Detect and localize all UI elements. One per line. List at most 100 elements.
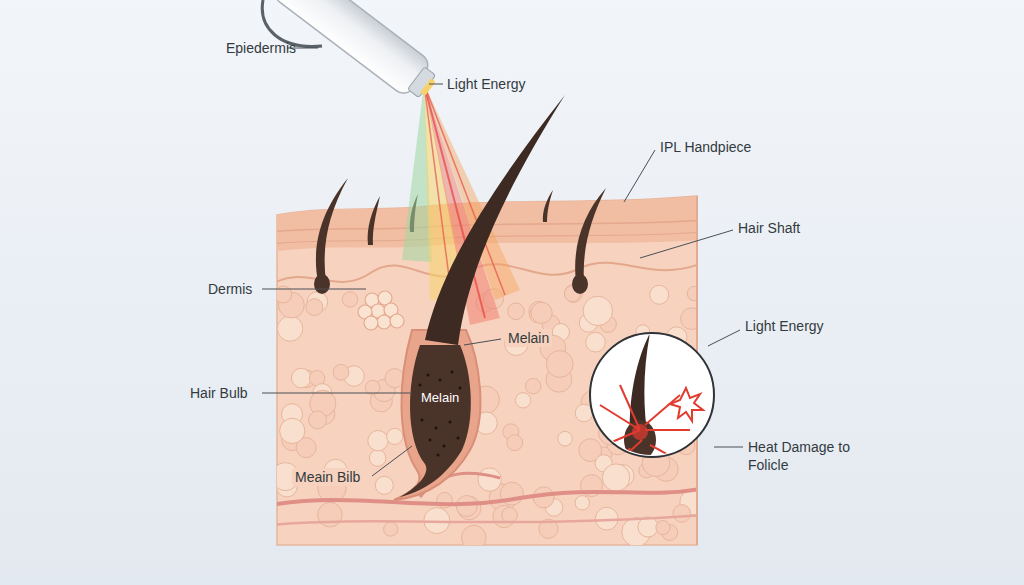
inset-circle-part-part-part xyxy=(650,445,715,470)
ipl-handpiece-part-part xyxy=(420,78,436,96)
inset-circle-part-part-part xyxy=(610,440,642,470)
inset-circle-part-part-part xyxy=(625,448,640,490)
fat-cells-part xyxy=(583,296,612,325)
fat-cells-part xyxy=(342,292,357,307)
ipl-handpiece-part xyxy=(271,0,444,106)
ipl-handpiece-part-part xyxy=(408,67,436,98)
fat-cells-part xyxy=(656,521,670,535)
hair-follicle-part-part xyxy=(459,387,462,390)
hair-follicle-part-part xyxy=(449,421,452,424)
fat-cells-part xyxy=(390,314,404,328)
fat-cells-part xyxy=(309,411,327,429)
leader-lines-part xyxy=(640,230,733,258)
fat-cells xyxy=(271,284,706,549)
fat-cells-part xyxy=(650,285,669,304)
leader-lines-part xyxy=(714,447,743,448)
part-label: Hair Shaft xyxy=(738,219,800,237)
leader-lines-part xyxy=(262,289,366,290)
inset-circle-part-part-part xyxy=(645,395,680,425)
fat-cells-part xyxy=(515,393,530,408)
fat-cells-part xyxy=(502,507,518,523)
hair-follicle-part-part xyxy=(437,454,440,457)
fat-cells-part xyxy=(595,507,618,530)
inset-circle-part xyxy=(600,333,715,490)
hair-follicle-part-part xyxy=(443,445,446,448)
fat-cells-part xyxy=(531,302,552,323)
part-label: Heat Damage to Folicle xyxy=(748,438,856,474)
fat-cells-part xyxy=(333,364,349,380)
inset-circle-part-part xyxy=(632,424,648,440)
leader-lines-part xyxy=(464,339,501,345)
inset-circle-part-part-part xyxy=(645,429,690,431)
leader-lines-part xyxy=(372,446,412,476)
part-label: Meain Bilb xyxy=(292,468,363,486)
fat-cells-part xyxy=(602,464,629,491)
inset-circle-part-part-part xyxy=(620,385,640,430)
part-label: Hair Bulb xyxy=(190,384,248,402)
small-hairs-part xyxy=(575,188,606,282)
fat-cells-part xyxy=(687,286,701,300)
bulb-label: Melain xyxy=(421,389,459,407)
fat-cells-part xyxy=(387,428,403,444)
part-label: Epiedermis xyxy=(226,39,296,57)
hair-follicle-part xyxy=(400,345,471,497)
small-hairs-part xyxy=(314,274,330,294)
leader-lines-part xyxy=(708,330,740,346)
part-label: Light Energy xyxy=(745,317,824,335)
hair-follicle-part-part xyxy=(429,439,432,442)
fat-cells-part xyxy=(546,351,573,378)
fat-cells-part xyxy=(375,476,393,494)
fat-cells-part xyxy=(507,435,523,451)
fat-cells-part xyxy=(280,418,305,443)
part-label: IPL Handpiece xyxy=(660,138,751,156)
fat-cells-part xyxy=(462,525,487,550)
inset-circle-part-part xyxy=(600,385,715,490)
fat-cells-part xyxy=(306,299,323,316)
leader-lines xyxy=(262,48,743,476)
hair-follicle-part-part xyxy=(451,371,454,374)
part-label: Light Energy xyxy=(447,75,526,93)
small-hairs-part xyxy=(572,274,588,294)
fat-cells-part xyxy=(377,315,391,329)
fat-cells-part xyxy=(368,431,388,451)
fat-cells-part xyxy=(586,332,606,352)
fat-cells-part xyxy=(673,505,691,523)
hair-follicle-part-part xyxy=(439,379,442,382)
skin-block-part-part xyxy=(270,515,705,525)
fat-cells-part xyxy=(508,303,525,320)
hair-follicle-part-part xyxy=(457,437,460,440)
hair-follicle-part xyxy=(425,95,565,345)
fat-cells-part xyxy=(364,316,378,330)
hair-follicle-part xyxy=(419,371,462,457)
fat-cells-part xyxy=(526,378,541,393)
fat-cells-part xyxy=(478,468,501,491)
inset-circle xyxy=(590,333,715,490)
small-hairs-part xyxy=(543,190,553,222)
fat-cells-part xyxy=(291,368,311,388)
hair-follicle xyxy=(394,95,565,500)
fat-cells-part xyxy=(558,431,573,446)
hair-follicle-part-part xyxy=(419,384,422,387)
part-label: Melain xyxy=(505,329,552,347)
part-label: Dermis xyxy=(208,280,252,298)
small-hairs-part xyxy=(316,178,348,282)
hair-follicle-part xyxy=(394,330,480,500)
leader-lines-part xyxy=(262,393,412,394)
leader-lines-part xyxy=(624,150,655,202)
fat-cells-part xyxy=(681,308,703,330)
small-hairs-part xyxy=(368,196,380,245)
fat-cells-part xyxy=(384,522,398,536)
skin-block-part-part xyxy=(270,488,705,505)
hair-follicle-part-part xyxy=(427,374,430,377)
fat-cells-part xyxy=(277,316,302,341)
fat-cells-part xyxy=(318,502,343,527)
leader-lines-part xyxy=(429,84,443,85)
fat-cells-part xyxy=(575,496,589,510)
inset-circle-part-part xyxy=(670,388,703,421)
inset-circle-part-part xyxy=(624,420,656,460)
hair-follicle-part-part xyxy=(421,419,424,422)
light-beams-part xyxy=(424,84,452,300)
hair-follicle-part-part xyxy=(435,427,438,430)
fat-cells-part xyxy=(369,450,386,467)
